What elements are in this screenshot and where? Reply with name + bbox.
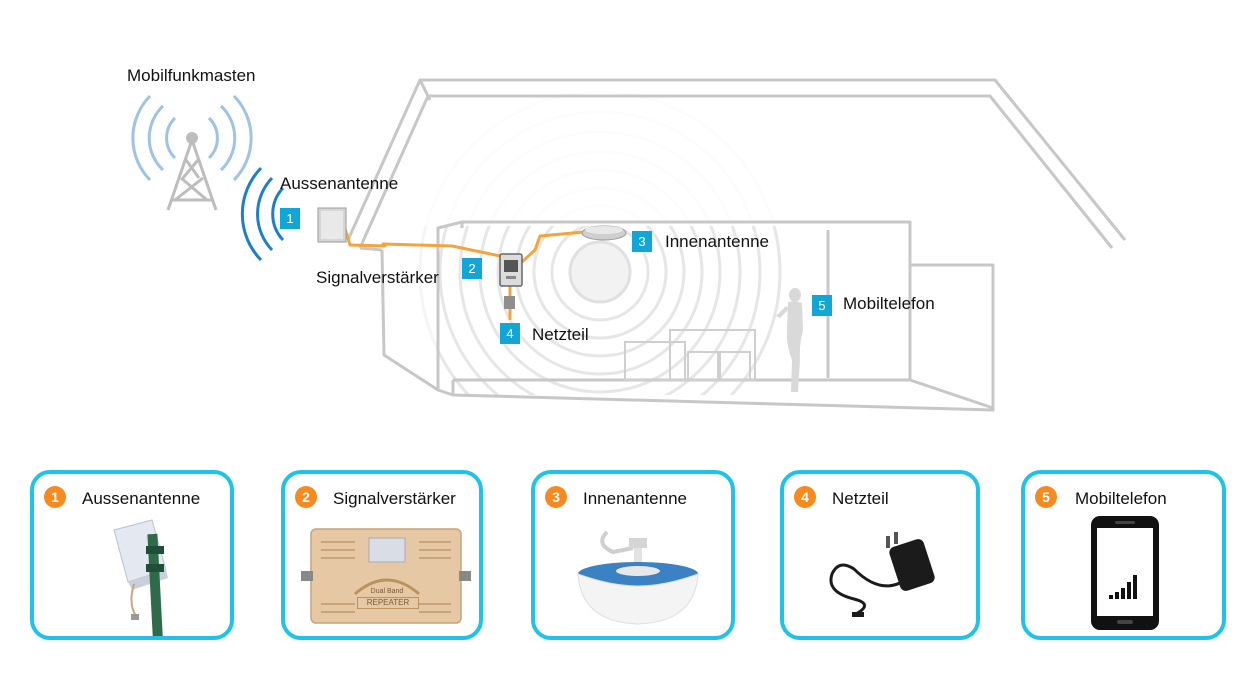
card-number-badge: 4 [794, 486, 816, 508]
phone-label: Mobiltelefon [843, 294, 935, 313]
power-adapter-icon [829, 532, 935, 617]
amplifier-device [499, 253, 523, 287]
outdoor-antenna-device [317, 207, 347, 243]
panel-antenna-icon [113, 519, 168, 636]
ceiling-antenna-icon [577, 530, 699, 625]
card-number-badge: 2 [295, 486, 317, 508]
power-supply-badge: 4 [500, 323, 520, 344]
signal-bars-icon [1109, 575, 1137, 599]
indoor-antenna-badge: 3 [632, 231, 652, 252]
card-title: Signalverstärker [333, 489, 456, 508]
card-title: Innenantenne [583, 489, 687, 508]
card-title: Netzteil [832, 489, 889, 508]
sofa [624, 329, 756, 381]
card-title: Mobiltelefon [1075, 489, 1167, 508]
device-text: REPEATER [357, 597, 419, 609]
card-number-badge: 5 [1035, 486, 1057, 508]
amplifier-badge: 2 [462, 258, 482, 279]
card-indoor-antenna: 3 Innenantenne [531, 470, 735, 640]
power-supply-label: Netzteil [532, 325, 589, 344]
outdoor-antenna-badge: 1 [280, 208, 300, 229]
card-number-badge: 1 [44, 486, 66, 508]
cell-tower-icon [131, 94, 253, 211]
device-text: Dual Band [370, 588, 404, 595]
card-amplifier: 2 Signalverstärker Dual Band REPEATER [281, 470, 483, 640]
smartphone-icon [1091, 516, 1159, 630]
ceiling-antenna-device [581, 225, 627, 241]
outdoor-antenna-label: Aussenantenne [280, 174, 399, 193]
card-outdoor-antenna: 1 Aussenantenne [30, 470, 234, 640]
tower-label: Mobilfunkmasten [127, 66, 256, 85]
repeater-icon [301, 528, 471, 624]
card-phone: 5 Mobiltelefon [1021, 470, 1226, 640]
card-power-supply: 4 Netzteil [780, 470, 980, 640]
card-number-badge: 3 [545, 486, 567, 508]
amplifier-label: Signalverstärker [316, 268, 439, 287]
card-title: Aussenantenne [82, 489, 201, 508]
power-supply-device [504, 296, 515, 309]
outdoor-signal-waves [240, 166, 285, 262]
person-silhouette [776, 288, 803, 392]
phone-badge: 5 [812, 295, 832, 316]
indoor-antenna-label: Innenantenne [665, 232, 769, 251]
